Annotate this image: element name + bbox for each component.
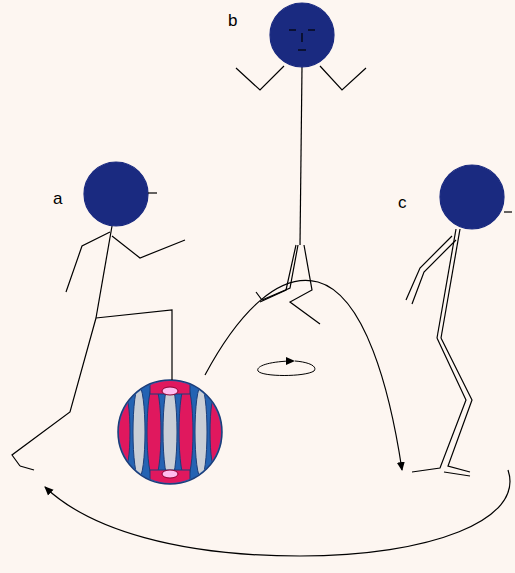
ball bbox=[118, 378, 222, 486]
figure-label: c bbox=[398, 194, 407, 211]
figure-c bbox=[406, 165, 512, 476]
jump-arrow bbox=[205, 280, 402, 470]
figure-label: a bbox=[53, 190, 62, 207]
spin-symbol bbox=[258, 357, 315, 376]
return-arrow bbox=[45, 470, 510, 556]
figure-label: b bbox=[228, 12, 237, 29]
figure-a bbox=[12, 162, 185, 470]
figure-b bbox=[236, 3, 366, 324]
